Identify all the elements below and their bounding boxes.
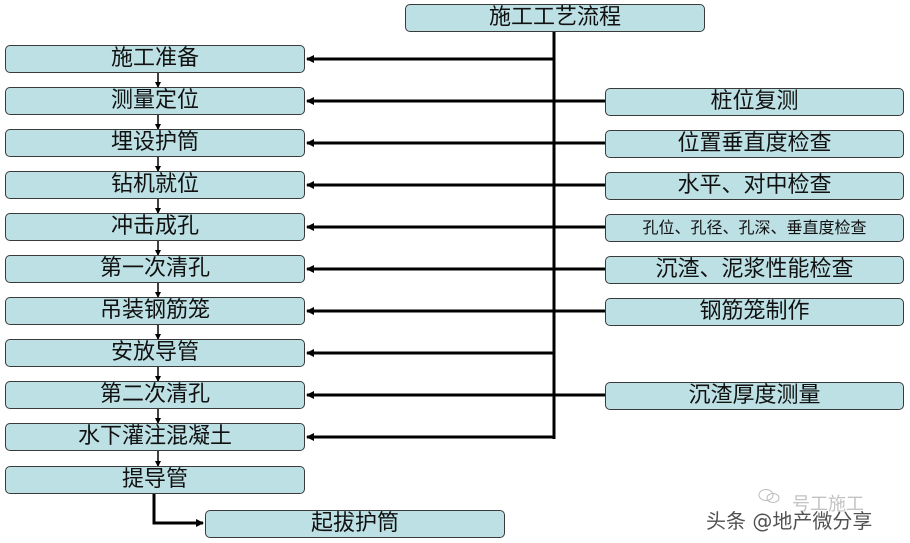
title-box: 施工工艺流程 [405,4,705,32]
step-label: 第二次清孔 [99,382,210,407]
step-box-2: 测量定位 [5,87,305,115]
step-label: 施工准备 [110,46,199,71]
step-box-1: 施工准备 [5,45,305,73]
step-box-4: 钻机就位 [5,171,305,199]
step-label: 提导管 [121,467,188,492]
check-box-5: 沉渣、泥浆性能检查 [605,256,904,284]
step-label: 冲击成孔 [110,214,199,239]
step-label: 安放导管 [110,340,199,365]
step-box-6: 第一次清孔 [5,255,305,283]
step-label: 起拔护筒 [310,511,399,536]
check-box-1: 桩位复测 [605,88,904,116]
check-label: 沉渣、泥浆性能检查 [655,257,854,282]
check-box-2: 位置垂直度检查 [605,130,904,158]
step-box-3: 埋设护筒 [5,129,305,157]
check-label: 水平、对中检查 [677,173,832,198]
wechat-icon [758,489,780,503]
step-box-8: 安放导管 [5,339,305,367]
check-box-3: 水平、对中检查 [605,172,904,200]
title-label: 施工工艺流程 [488,5,621,30]
final-step-box: 起拔护筒 [205,510,505,538]
check-label: 位置垂直度检查 [677,131,832,156]
step-box-10: 水下灌注混凝土 [5,423,305,451]
check-label: 钢筋笼制作 [699,299,810,324]
step-box-5: 冲击成孔 [5,213,305,241]
step-label: 测量定位 [110,88,199,113]
faint-watermark: 号工施工 [792,494,864,515]
step-label: 第一次清孔 [99,256,210,281]
check-label: 孔位、孔径、孔深、垂直度检查 [642,218,867,237]
step-box-7: 吊装钢筋笼 [5,297,305,325]
step-box-11: 提导管 [5,466,305,494]
check-label: 沉渣厚度测量 [688,383,821,408]
check-label: 桩位复测 [710,89,799,114]
step-label: 吊装钢筋笼 [99,298,210,323]
step-label: 埋设护筒 [110,130,199,155]
check-box-4: 孔位、孔径、孔深、垂直度检查 [605,214,904,242]
watermark: 头条 @地产微分享 [706,509,873,533]
step-box-9: 第二次清孔 [5,381,305,409]
check-box-6: 钢筋笼制作 [605,298,904,326]
step-label: 水下灌注混凝土 [77,424,232,449]
check-box-7: 沉渣厚度测量 [605,382,904,410]
step-label: 钻机就位 [110,172,199,197]
